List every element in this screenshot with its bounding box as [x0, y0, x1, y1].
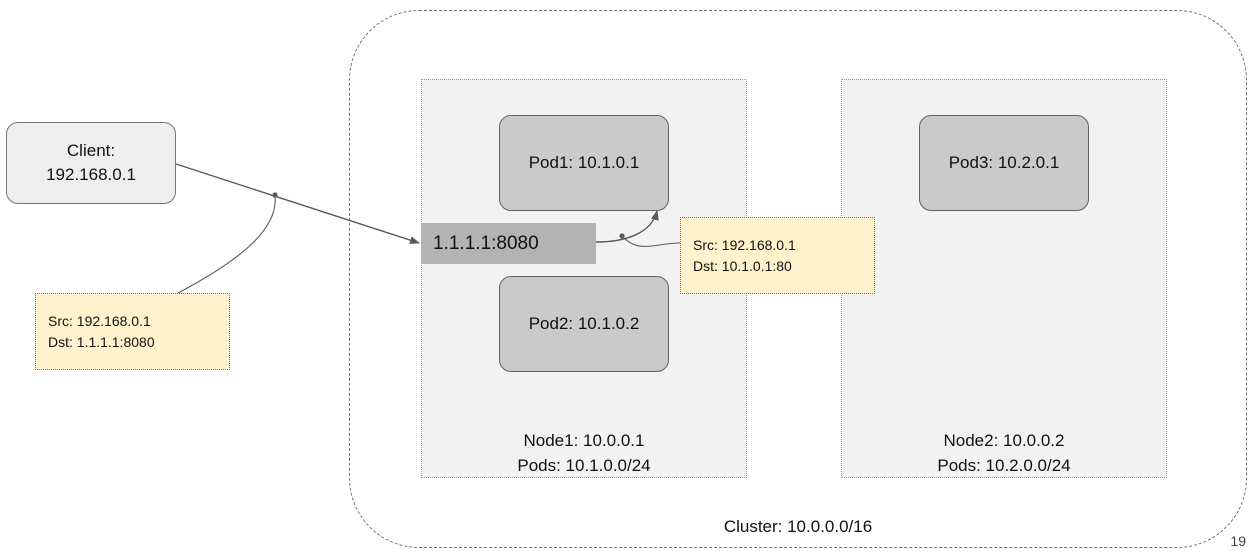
client-to-service-arrow: [175, 163, 420, 245]
client-label: Client:: [66, 141, 116, 160]
cluster-label: Cluster: 10.0.0.0/16: [723, 517, 873, 536]
packet-note-client: Src: 192.168.0.1 Dst: 1.1.1.1:8080: [35, 293, 230, 370]
packet-note-client-src: Src: 192.168.0.1: [48, 312, 151, 329]
service-to-pod1-arrow: [595, 210, 659, 243]
packet-note-pod: Src: 192.168.0.1 Dst: 10.1.0.1:80: [680, 217, 875, 294]
pod1[interactable]: Pod1: 10.1.0.1: [499, 115, 669, 211]
client-note-callout-dot: [272, 192, 278, 198]
client-note-callout: [177, 195, 276, 294]
pod3-label: Pod3: 10.2.0.1: [948, 153, 1060, 172]
service-vip-label: 1.1.1.1:8080: [433, 232, 539, 254]
service-vip-box[interactable]: 1.1.1.1:8080: [421, 223, 596, 264]
node1-pod-cidr: Pods: 10.1.0.0/24: [517, 456, 651, 475]
node1-name: Node1: 10.0.0.1: [523, 431, 645, 450]
node2-pod-cidr: Pods: 10.2.0.0/24: [937, 456, 1071, 475]
cluster-boundary: [349, 10, 1247, 548]
node1-label: Node1: 10.0.0.1 Pods: 10.1.0.0/24: [421, 428, 747, 478]
pod-note-callout-dot: [619, 233, 625, 239]
pod2-label: Pod2: 10.1.0.2: [528, 314, 640, 333]
slide-number: 19: [1230, 533, 1246, 549]
packet-note-client-dst: Dst: 1.1.1.1:8080: [48, 333, 155, 350]
packet-note-pod-dst: Dst: 10.1.0.1:80: [693, 257, 792, 274]
client-box[interactable]: Client: 192.168.0.1: [6, 122, 176, 204]
pod1-label: Pod1: 10.1.0.1: [528, 153, 640, 172]
pod2[interactable]: Pod2: 10.1.0.2: [499, 276, 669, 372]
node2-label: Node2: 10.0.0.2 Pods: 10.2.0.0/24: [841, 428, 1167, 478]
client-ip: 192.168.0.1: [46, 165, 136, 184]
packet-note-pod-src: Src: 192.168.0.1: [693, 236, 796, 253]
pod-note-callout: [622, 236, 681, 248]
node2-name: Node2: 10.0.0.2: [943, 431, 1065, 450]
pod3[interactable]: Pod3: 10.2.0.1: [919, 115, 1089, 211]
